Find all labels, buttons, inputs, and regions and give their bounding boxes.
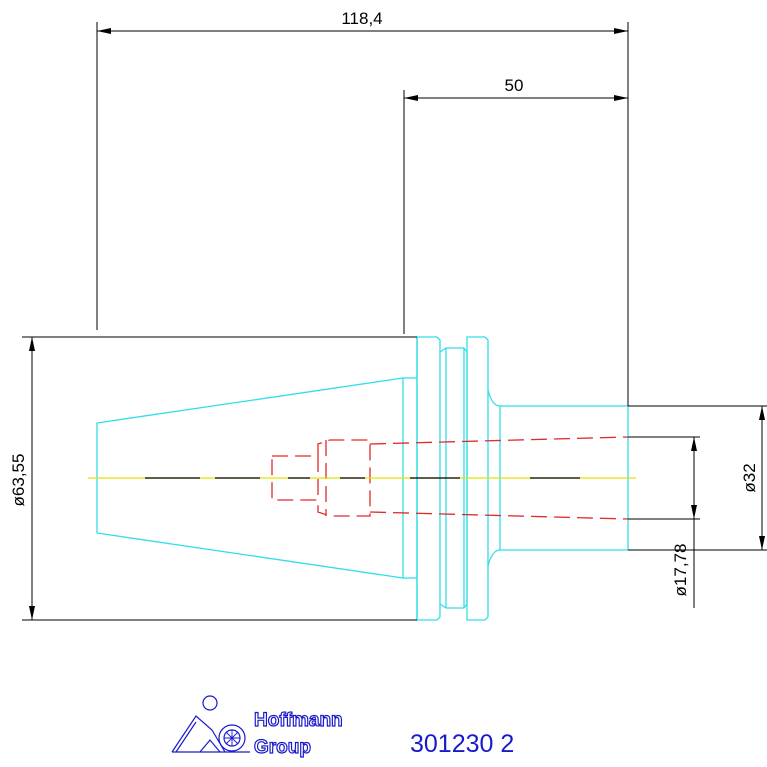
flange-right xyxy=(466,336,489,621)
dimension-bore-diameter: ø17,78 xyxy=(628,436,700,608)
dimension-shank-diameter: ø32 xyxy=(628,405,767,551)
dimension-overall-length: 118,4 xyxy=(96,9,629,406)
logo-text-group: Group xyxy=(254,737,311,758)
flange-diameter-label: ø63,55 xyxy=(9,454,28,507)
logo-icon xyxy=(171,695,250,753)
overall-length-label: 118,4 xyxy=(341,9,382,28)
logo-text-hoffmann: Hoffmann xyxy=(254,710,343,731)
internal-bore xyxy=(271,436,629,520)
bore-diameter-label: ø17,78 xyxy=(671,544,690,597)
hoffmann-logo: Hoffmann Group xyxy=(171,695,343,759)
shank-diameter-label: ø32 xyxy=(740,463,759,492)
part-number: 301230 2 xyxy=(410,730,514,758)
dimension-shank-length: 50 xyxy=(403,76,628,334)
dimension-flange-diameter: ø63,55 xyxy=(9,336,417,621)
shank-length-label: 50 xyxy=(505,76,524,95)
